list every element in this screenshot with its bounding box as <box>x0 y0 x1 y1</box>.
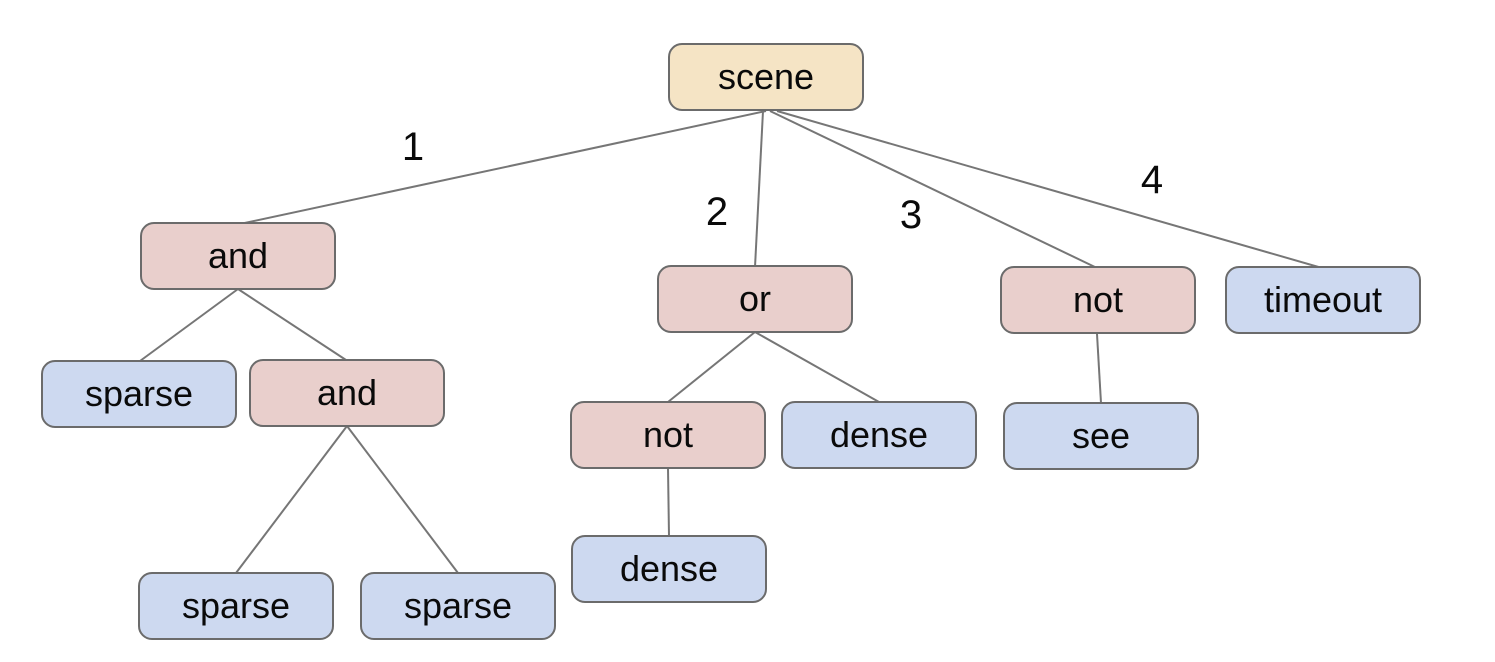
tree-node-scene: scene <box>668 43 864 111</box>
tree-node-sparse-1: sparse <box>41 360 237 428</box>
tree-node-not-2: not <box>570 401 766 469</box>
edge-and-2-sparse-3 <box>346 425 459 574</box>
edge-and-1-sparse-1 <box>139 288 239 362</box>
edge-not-2-dense-2 <box>667 467 670 537</box>
edge-or-dense-1 <box>754 331 880 403</box>
edge-label-2: 2 <box>705 190 729 234</box>
edge-and-1-and-2 <box>237 288 347 361</box>
tree-node-sparse-3: sparse <box>360 572 556 640</box>
edge-not-1-see <box>1096 333 1102 404</box>
edge-or-not-2 <box>667 331 756 403</box>
tree-node-timeout: timeout <box>1225 266 1421 334</box>
tree-node-and-2: and <box>249 359 445 427</box>
tree-node-dense-1: dense <box>781 401 977 469</box>
edge-scene-not-1 <box>769 110 1098 269</box>
tree-node-sparse-2: sparse <box>138 572 334 640</box>
edge-scene-or <box>754 110 764 268</box>
tree-node-and-1: and <box>140 222 336 290</box>
edge-and-2-sparse-2 <box>235 425 348 574</box>
edge-label-1: 1 <box>401 125 425 169</box>
edge-scene-timeout <box>776 110 1323 269</box>
edge-scene-and-1 <box>239 110 767 225</box>
tree-node-see: see <box>1003 402 1199 470</box>
edge-label-4: 4 <box>1140 158 1164 202</box>
edge-label-3: 3 <box>899 193 923 237</box>
tree-node-not-1: not <box>1000 266 1196 334</box>
tree-node-dense-2: dense <box>571 535 767 603</box>
tree-node-or: or <box>657 265 853 333</box>
